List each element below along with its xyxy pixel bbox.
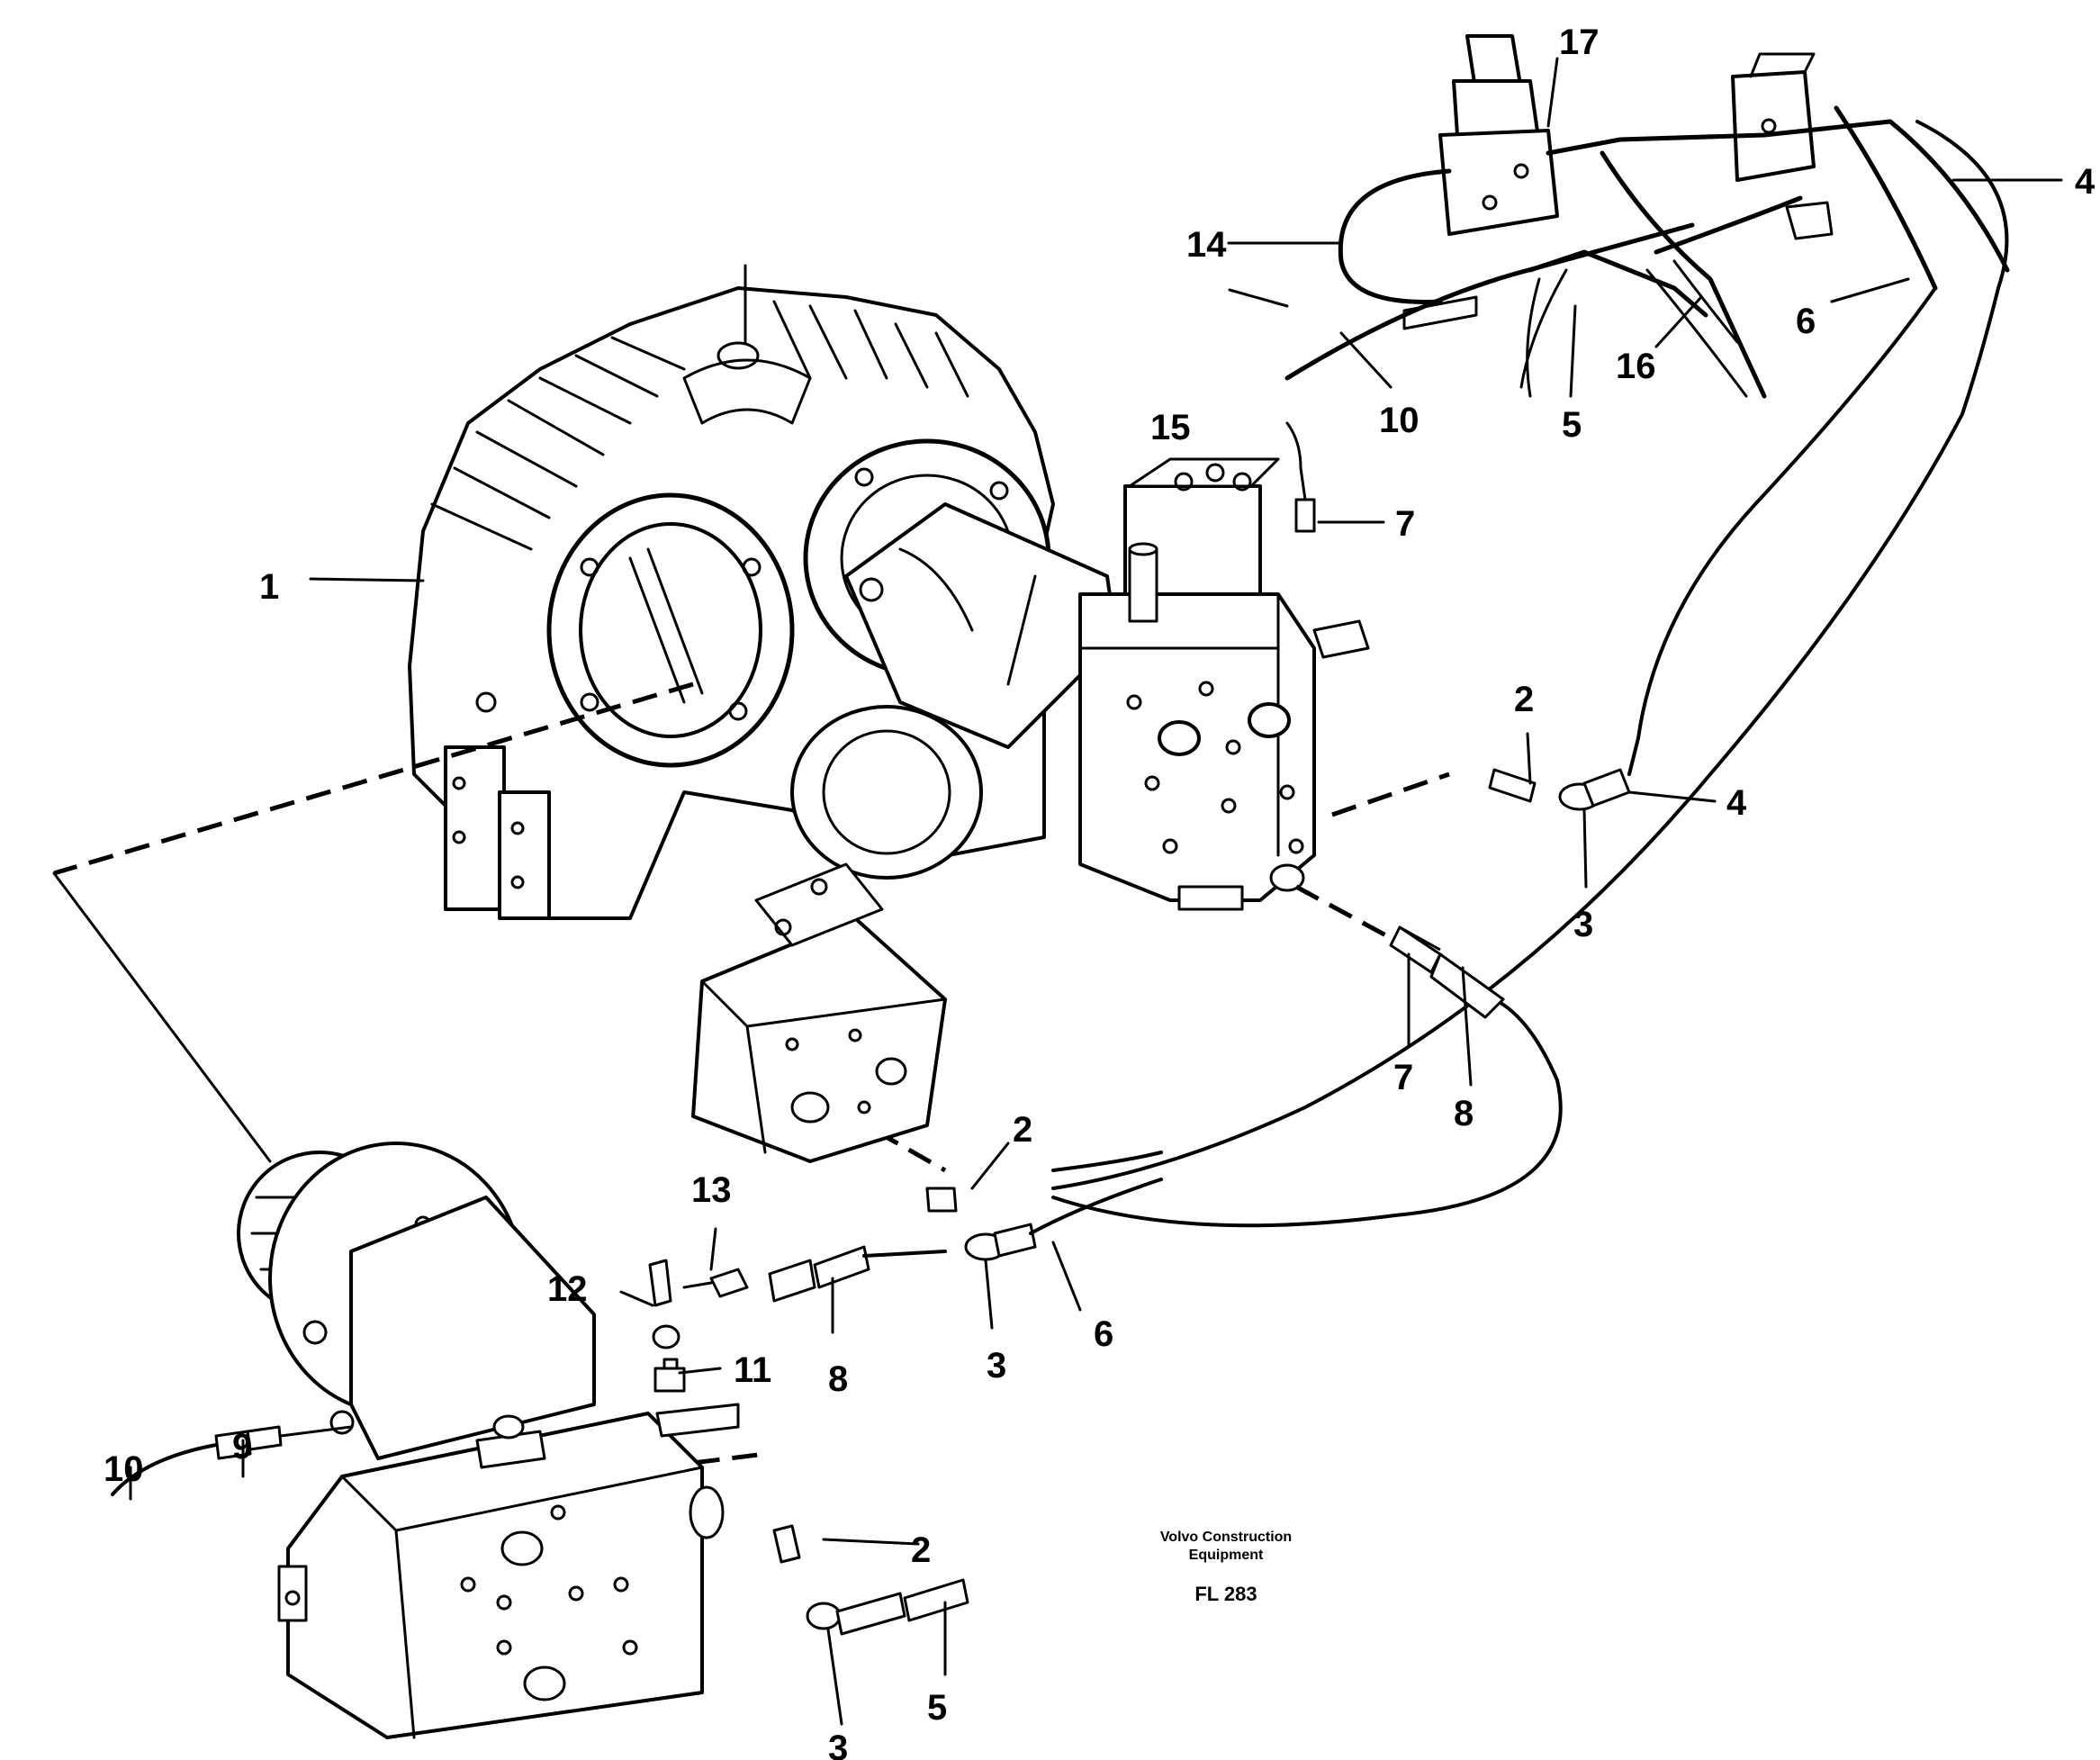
callout-5-bottom: 5 [927, 1688, 947, 1728]
callout-6-top: 6 [1796, 302, 1816, 341]
hydraulic-motor-assembly [237, 1142, 740, 1739]
callout-8-mid: 8 [828, 1359, 848, 1399]
credit-line-1: Volvo Construction [1160, 1530, 1292, 1545]
callout-4-right: 4 [1726, 783, 1747, 823]
callout-2-right: 2 [1514, 680, 1534, 719]
publisher-credit: Volvo Construction Equipment FL 283 [1160, 1530, 1292, 1605]
callout-8-right: 8 [1454, 1094, 1474, 1133]
callout-7-top: 7 [1395, 504, 1415, 544]
callout-2-mid: 2 [1013, 1110, 1032, 1150]
hose-lines [1051, 120, 2009, 1228]
callout-2-bottom: 2 [911, 1530, 931, 1570]
callout-3-bottom: 3 [828, 1728, 848, 1760]
figure-code: FL 283 [1194, 1583, 1257, 1605]
credit-line-2: Equipment [1189, 1548, 1264, 1563]
callout-3-right: 3 [1573, 905, 1593, 944]
control-valve-block [1078, 421, 1370, 911]
lower-valve-block [691, 862, 947, 1163]
callout-4-top: 4 [2075, 162, 2095, 202]
callout-5-top: 5 [1562, 405, 1582, 445]
callout-13: 13 [691, 1170, 732, 1210]
callout-6-mid: 6 [1094, 1314, 1113, 1354]
callout-14: 14 [1186, 225, 1227, 265]
callout-11: 11 [734, 1350, 771, 1390]
fittings-right [1389, 768, 1631, 1019]
leader-lines [129, 57, 2063, 1726]
callout-labels: 1 15 7 14 17 4 6 16 5 10 2 4 3 7 8 2 3 6… [104, 23, 2095, 1760]
fittings-bottom [111, 925, 1441, 1636]
callout-1: 1 [259, 567, 279, 607]
callout-12: 12 [547, 1269, 588, 1309]
callout-15: 15 [1150, 408, 1191, 447]
callout-3-mid: 3 [987, 1346, 1006, 1385]
callout-16: 16 [1616, 347, 1656, 386]
callout-7-right: 7 [1393, 1058, 1413, 1097]
callout-10-bottom: 10 [104, 1449, 144, 1489]
callout-17: 17 [1559, 23, 1600, 62]
solenoid-valve-cluster [1284, 34, 2010, 399]
callout-9: 9 [232, 1427, 252, 1467]
callout-10-top: 10 [1379, 401, 1420, 440]
